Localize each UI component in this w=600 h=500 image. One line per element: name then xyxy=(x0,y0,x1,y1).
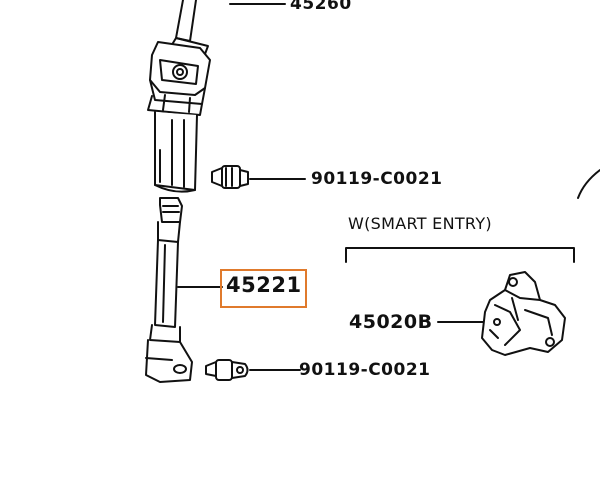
upper-yoke-sleeve xyxy=(154,111,198,193)
part-label-bolt-bottom: 90119-C0021 xyxy=(299,360,431,380)
highlight-box xyxy=(220,269,307,308)
part-label-45221[interactable]: 45221 xyxy=(226,273,302,297)
upper-shaft xyxy=(175,0,197,42)
lower-shaft-45221 xyxy=(145,197,223,383)
edge-curve xyxy=(577,169,600,199)
bolt-top-drawing xyxy=(211,165,306,189)
part-label-bolt-top: 90119-C0021 xyxy=(311,169,443,189)
universal-joint xyxy=(147,41,211,116)
option-header: W(SMART ENTRY) xyxy=(348,214,492,233)
option-bracket xyxy=(345,247,575,263)
part-label-45020b: 45020B xyxy=(349,311,433,333)
bolt-bottom-drawing xyxy=(205,359,301,381)
smart-entry-module xyxy=(437,271,566,356)
part-label-45260: 45260 xyxy=(290,0,352,14)
